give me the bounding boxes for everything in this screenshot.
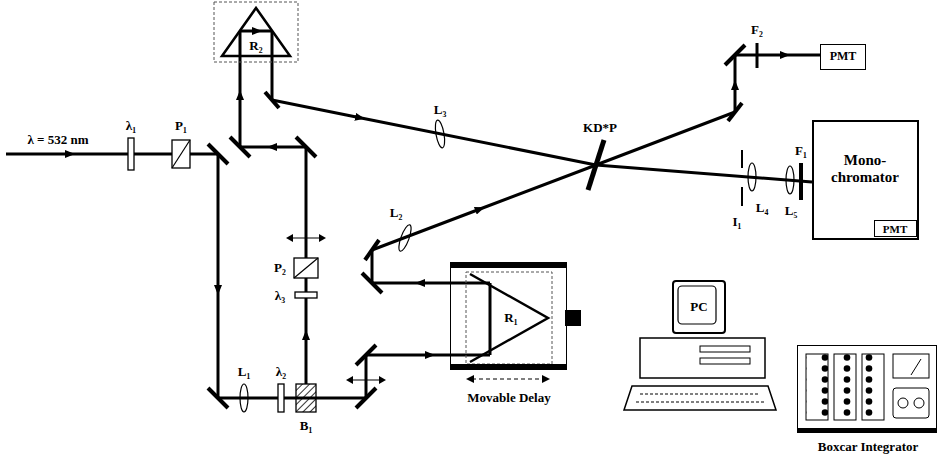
recorder-reel (914, 398, 924, 408)
component-label: B₁ (300, 419, 313, 433)
laser-beam (365, 355, 368, 398)
component-label: L₁ (238, 365, 251, 379)
laser-beam (239, 31, 242, 147)
pc-monitor: PC (672, 280, 726, 334)
component-label: I₁ (733, 215, 742, 229)
component-label: L₂ (390, 206, 403, 220)
mirror (356, 345, 376, 365)
component-label: R₂ (249, 39, 262, 53)
lens (434, 120, 447, 149)
mirror (362, 273, 382, 293)
drive-slot (700, 358, 750, 364)
node-text: PMT (883, 222, 907, 234)
component-label: λ₁ (126, 119, 136, 133)
mirror (728, 103, 742, 121)
keyboard-keys (636, 394, 764, 402)
laser-beams (6, 31, 820, 398)
boxcar-module (834, 354, 856, 420)
node-text: PC (690, 300, 707, 314)
laser-beam (240, 30, 272, 33)
wavelength-label: λ = 532 nm (27, 133, 88, 147)
component-label: L₅ (785, 204, 798, 218)
component-label: λ₃ (275, 289, 285, 303)
polarizer (172, 140, 190, 168)
lens (748, 163, 756, 191)
drive-slot (700, 346, 750, 352)
component-label: λ₂ (276, 365, 286, 379)
mirror (356, 388, 376, 408)
boxcar-module (806, 354, 828, 420)
polarizer-diagonal (294, 258, 318, 278)
component-label: L₄ (756, 201, 769, 215)
laser-beam (372, 282, 490, 285)
laser-beam (596, 165, 812, 182)
component-label: L₃ (434, 103, 447, 117)
translation-arrow (286, 234, 326, 242)
component-label: F₁ (795, 144, 807, 158)
mirror (208, 144, 228, 164)
filter (799, 163, 803, 200)
component-label: P₁ (175, 119, 187, 133)
monochromator-box: PMT Mono- chromator (812, 120, 919, 240)
component-label: F₂ (751, 23, 763, 37)
detector-box: PMT (820, 44, 866, 70)
meter-needle (911, 359, 921, 375)
keyboard (624, 386, 776, 410)
recorder-reel (898, 398, 908, 408)
polarizer-diagonal (172, 140, 190, 168)
node-text: Boxcar Integrator (818, 440, 918, 454)
laser-beam (735, 54, 820, 57)
iris (741, 187, 743, 206)
kdp-crystal (588, 140, 604, 190)
recorder-unit (893, 388, 929, 418)
mirror (230, 137, 250, 157)
detector-box: PMT (874, 220, 917, 237)
waveplate (295, 292, 317, 298)
iris (741, 150, 743, 168)
waveplate (278, 384, 284, 412)
lens (396, 223, 413, 252)
polarizer (294, 258, 318, 278)
mirror (296, 137, 316, 157)
laser-beam (271, 31, 274, 100)
lens (240, 384, 248, 412)
node-text: PMT (830, 50, 857, 63)
panel-meter (893, 354, 929, 378)
mirror (265, 92, 279, 108)
node-text: Mono- chromator (819, 152, 911, 185)
filter (756, 43, 759, 68)
node-text: R₁ (504, 311, 517, 325)
retroreflector-r1 (470, 274, 548, 362)
laser-beam (372, 165, 596, 250)
laser-beam (272, 100, 596, 165)
laser-beam (489, 283, 492, 355)
node-caption: Movable Delay (467, 391, 550, 405)
stage-carriage (466, 272, 552, 364)
computer-case (640, 338, 765, 378)
crystal-b1 (296, 384, 316, 412)
delay-stage: R₁Movable Delay (450, 262, 567, 370)
laser-beam (366, 354, 490, 357)
lens (786, 166, 794, 194)
laser-beam (240, 146, 306, 149)
component-label: KD*P (583, 121, 617, 135)
mirror (365, 240, 379, 260)
translation-arrow (346, 376, 386, 384)
waveplate (128, 138, 134, 170)
stepper-motor (565, 310, 581, 326)
mirror (208, 388, 228, 408)
boxcar-integrator: Boxcar Integrator (797, 345, 937, 433)
prism-mount (214, 2, 298, 62)
mirror (725, 45, 745, 65)
component-label: P₂ (274, 261, 286, 275)
boxcar-module (862, 354, 884, 420)
prism-r2 (222, 8, 290, 56)
delay-arrow (466, 375, 550, 383)
laser-beam (217, 154, 220, 398)
laser-beam (734, 55, 737, 112)
monitor-screen (678, 286, 716, 324)
